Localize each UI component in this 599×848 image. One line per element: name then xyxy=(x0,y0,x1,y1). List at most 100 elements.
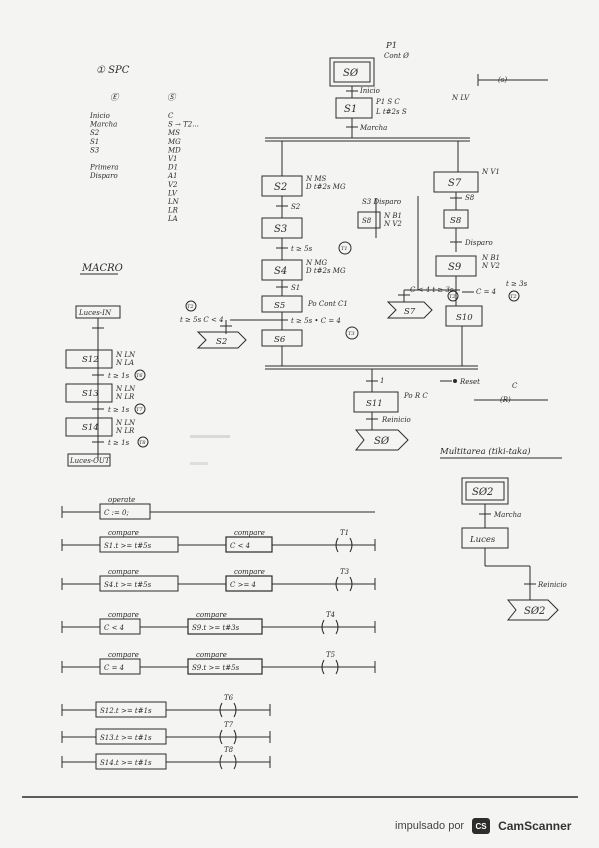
step-s8-label: S8 xyxy=(450,216,462,226)
ladder-block xyxy=(225,536,273,553)
ladder-block-label: compare xyxy=(108,568,139,576)
io-input: Inicio xyxy=(89,112,110,120)
ladder-coil-label: T5 xyxy=(326,651,336,659)
io-input: Disparo xyxy=(89,172,118,180)
step-s1-action2: L t#2s S xyxy=(375,108,407,116)
step-s12-label: S12 xyxy=(82,355,99,365)
step-s1 xyxy=(335,97,373,119)
io-output: V1 xyxy=(168,155,178,163)
step-s10-label: S10 xyxy=(456,313,473,323)
step-s02 xyxy=(465,481,505,501)
multitask-jump-arrow xyxy=(506,599,559,621)
ladder-block-label: compare xyxy=(108,651,139,659)
transition-s8: S8 xyxy=(465,194,475,202)
step-s13 xyxy=(65,383,113,403)
io-input: S1 xyxy=(90,138,99,146)
step-s7-action: N V1 xyxy=(481,168,500,176)
watermark-brand: CamScanner xyxy=(498,819,572,833)
step-s8-aside xyxy=(357,211,381,229)
ladder-block-label: compare xyxy=(196,611,227,619)
transition-eq4-time: t ≥ 3s xyxy=(506,280,528,288)
io-output: S → T2... xyxy=(168,121,199,129)
reset-label: Reset xyxy=(459,378,480,386)
ladder-block-label: compare xyxy=(196,651,227,659)
ladder-coil-label: T1 xyxy=(340,529,349,537)
ladder-block xyxy=(225,575,273,592)
ladder-block-text: S9.t >= t#5s xyxy=(192,664,240,672)
ladder-block-text: S12.t >= t#1s xyxy=(100,707,152,715)
transition-s1: S1 xyxy=(291,284,300,292)
macro-exit-step xyxy=(67,453,111,467)
side-s-coil: (s) xyxy=(498,76,507,84)
step-s14-label: S14 xyxy=(82,423,99,433)
ladder-block xyxy=(99,618,141,635)
ladder-block xyxy=(187,618,263,635)
camscanner-logo-icon: CS xyxy=(472,818,491,834)
io-input: Marcha xyxy=(89,121,117,129)
coil-reset: (R) xyxy=(500,396,511,404)
transition-s5: t ≥ 5s • C = 4 xyxy=(291,317,341,325)
ladder-block xyxy=(95,753,167,770)
io-input: Primera xyxy=(89,164,119,172)
ladder-block-label: compare xyxy=(108,529,139,537)
macro-t1-badge: T6 xyxy=(136,373,143,379)
jump-s0-arrow xyxy=(354,429,409,451)
ladder-coil-label: T4 xyxy=(326,611,335,619)
step-s11 xyxy=(353,391,399,413)
transition-s3-badge: T1 xyxy=(341,246,348,252)
multitask-transition-reinicio: Reinicio xyxy=(537,581,567,589)
macro-t3-badge: T8 xyxy=(139,440,146,446)
step-s11-action: Po R C xyxy=(403,392,428,400)
multitask-title: Multitarea (tiki-taka) xyxy=(439,446,531,457)
watermark-text: impulsado por xyxy=(395,820,465,832)
step-s12 xyxy=(65,349,113,369)
jump-s0-label: SØ xyxy=(374,436,390,447)
ladder-block-text: S1.t >= t#5s xyxy=(104,542,152,550)
transition-1: 1 xyxy=(380,377,384,385)
multitask-transition-marcha: Marcha xyxy=(493,511,521,519)
grafcet-heading: ① SPC xyxy=(96,65,130,76)
step-s3-label: S3 xyxy=(274,224,287,235)
step-s1-label: S1 xyxy=(344,104,357,115)
step-s4-label: S4 xyxy=(274,266,287,277)
step-s11-label: S11 xyxy=(366,399,383,409)
jump-s2-arrow xyxy=(196,331,247,349)
transition-disparo: Disparo xyxy=(464,239,493,247)
p1-sub: Cont Ø xyxy=(384,52,409,60)
io-col-s: Ⓢ xyxy=(167,92,177,103)
transition-eq4: C = 4 xyxy=(476,288,496,296)
io-col-e: Ⓔ xyxy=(110,92,120,103)
step-s02-label: SØ2 xyxy=(472,487,493,498)
coil-c-label: C xyxy=(512,382,518,390)
ladder-block-text: C < 4 xyxy=(230,542,250,550)
ladder-coil-label: T6 xyxy=(224,694,234,702)
ladder-block xyxy=(99,575,179,592)
ladder-block xyxy=(99,503,151,520)
step-s1-nlv: N LV xyxy=(451,94,470,102)
jump-s2-badge: T2 xyxy=(187,304,194,310)
transition-c4: C < 4 t ≥ 3s xyxy=(410,286,454,294)
p1-label: P1 xyxy=(385,41,397,51)
ladder-block-text: C = 4 xyxy=(104,664,124,672)
io-output: A1 xyxy=(167,172,178,180)
step-s0-label: SØ xyxy=(343,68,359,79)
ladder-block xyxy=(99,658,141,675)
ladder-block-label: operate xyxy=(108,496,135,504)
ladder-coil-label: T7 xyxy=(224,721,234,729)
io-output: MS xyxy=(167,129,180,137)
ladder-block-text: S9.t >= t#3s xyxy=(192,624,240,632)
step-s13-label: S13 xyxy=(82,389,99,399)
transition-eq4-badge: T2 xyxy=(510,294,517,300)
ladder-block xyxy=(95,728,167,745)
io-output: C xyxy=(168,112,174,120)
ladder-block xyxy=(99,536,179,553)
io-output: D1 xyxy=(167,164,178,172)
ladder-block-label: compare xyxy=(108,611,139,619)
ladder-block-text: S13.t >= t#1s xyxy=(100,734,152,742)
macro-t1: t ≥ 1s xyxy=(108,372,130,380)
io-output: LR xyxy=(167,207,179,215)
